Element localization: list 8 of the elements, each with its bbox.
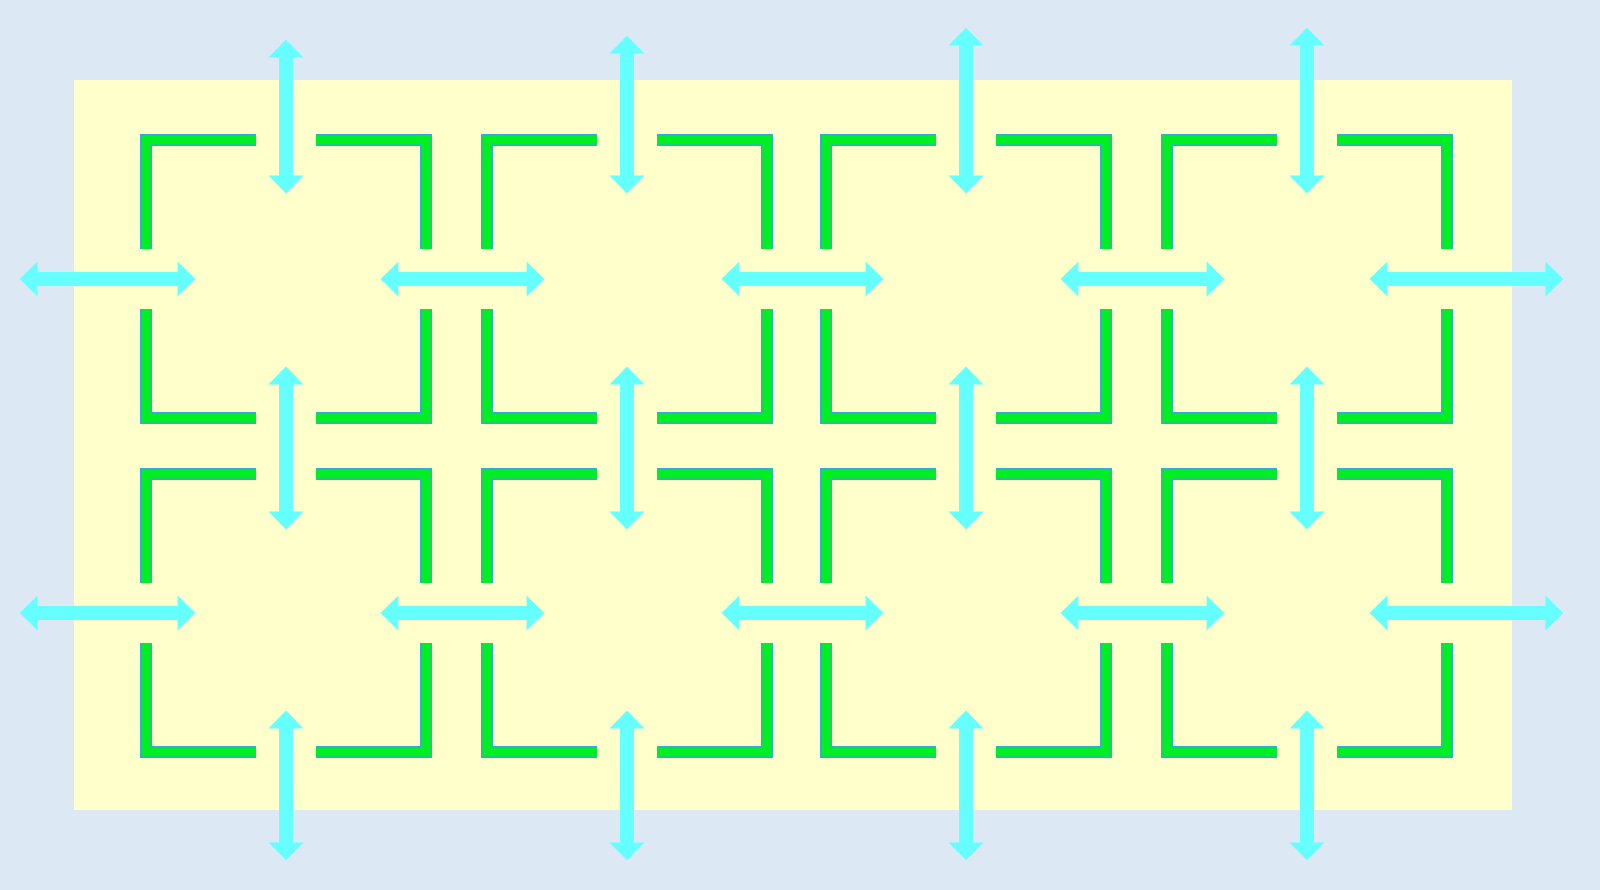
box <box>1161 468 1453 758</box>
box <box>820 468 1112 758</box>
box <box>481 134 773 424</box>
box <box>140 134 432 424</box>
box <box>1161 134 1453 424</box>
box <box>481 468 773 758</box>
box <box>140 468 432 758</box>
box <box>820 134 1112 424</box>
